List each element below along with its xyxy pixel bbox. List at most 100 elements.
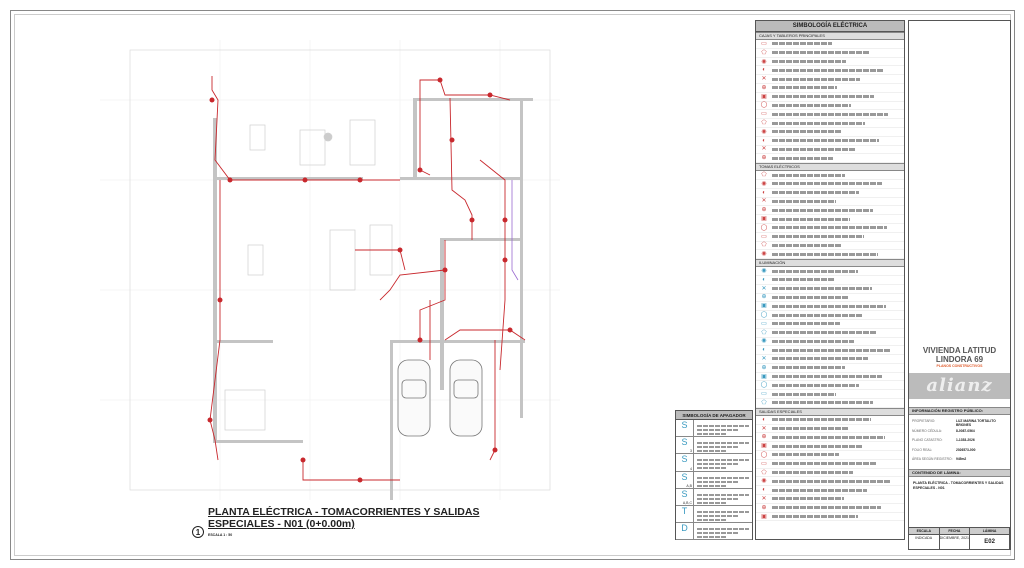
legend-description	[772, 112, 888, 116]
field-label: FOLIO REAL:	[912, 447, 933, 452]
switch-symbol: S	[681, 488, 688, 499]
legend-description	[772, 304, 886, 308]
switch-legend-title: SIMBOLOGÍA DE APAGADOR	[676, 411, 752, 420]
legend-row: ⊕	[756, 504, 904, 513]
legend-description	[772, 427, 848, 431]
legend-description	[772, 453, 839, 457]
legend-description	[772, 357, 868, 361]
legend-row: ⊕	[756, 433, 904, 443]
garage-cars	[397, 359, 483, 437]
legend-row: ⬠	[756, 49, 904, 58]
registry-field: FOLIO REAL:2026573-000	[912, 448, 1009, 452]
legend-symbol-icon: ✕	[761, 146, 767, 153]
sheet-content: PLANTA ELÉCTRICA - TOMACORRIENTES Y SALI…	[913, 481, 1004, 490]
legend-symbol-icon: ◉	[761, 58, 767, 65]
legend-row: ◉	[756, 128, 904, 137]
legend-symbol-icon: ◐	[762, 416, 766, 423]
legend-symbol-icon: ◉	[761, 251, 767, 258]
legend-row: ▣	[756, 93, 904, 102]
legend-symbol-icon: ◐	[762, 276, 766, 283]
switch-description	[694, 437, 752, 453]
legend-description	[772, 95, 874, 99]
legend-description	[772, 173, 845, 177]
legend-row: ✕	[756, 425, 904, 434]
legend-symbol-icon: ◯	[760, 224, 768, 231]
legend-row: ◐	[756, 346, 904, 356]
legend-description	[772, 156, 833, 160]
legend-row: ✕	[756, 198, 904, 207]
switch-description	[694, 454, 752, 470]
legend-row: ◯	[756, 451, 904, 460]
legend-symbol-icon: ✕	[761, 198, 767, 205]
legend-row: ▣	[756, 513, 904, 522]
legend-description	[772, 208, 873, 212]
project-name: VIVIENDA LATITUD LINDORA 69 PLANOS CONST…	[909, 346, 1010, 369]
sheet-number: E02	[970, 535, 1010, 550]
field-value: 8-0087-0564	[956, 428, 975, 433]
switch-symbol-icon: D	[676, 523, 694, 540]
project-name-line1: VIVIENDA LATITUD	[922, 346, 997, 355]
legend-row: ▭	[756, 233, 904, 242]
legend-row: ▣	[756, 442, 904, 452]
legend-description	[772, 392, 836, 396]
legend-symbol-icon: ◐	[762, 347, 766, 354]
switch-symbol: T	[681, 505, 688, 516]
legend-row: ▣	[756, 215, 904, 224]
legend-symbol-icon: ◯	[760, 451, 768, 458]
legend-row: ⊕	[756, 154, 904, 164]
legend-description	[772, 444, 862, 448]
legend-title: SIMBOLOGÍA ELÉCTRICA	[756, 21, 904, 32]
switch-symbol-subscript: A,B,C	[682, 500, 692, 505]
switch-symbol-subscript: 3	[690, 449, 692, 454]
title-block-footer: ESCALA FECHA LÁMINA INDICADA DICIEMBRE, …	[909, 527, 1010, 550]
legend-description	[772, 462, 876, 466]
legend-row: ◐	[756, 66, 904, 76]
switch-legend-row: S	[676, 420, 752, 438]
legend-row: ⬠	[756, 329, 904, 338]
switch-symbol-icon: S	[676, 420, 694, 437]
legend-symbol-icon: ◐	[762, 189, 766, 196]
legend-description	[772, 287, 872, 291]
legend-description	[772, 339, 854, 343]
legend-symbol-icon: ⬠	[761, 120, 767, 127]
legend-symbol-icon: ◉	[761, 180, 767, 187]
legend-symbol-icon: ▭	[761, 111, 767, 118]
legend-symbol-icon: ⬠	[761, 242, 767, 249]
legend-symbol-icon: ⊕	[761, 504, 767, 511]
legend-symbol-icon: ▣	[761, 303, 767, 310]
legend-row: ✕	[756, 355, 904, 364]
legend-row: ✕	[756, 75, 904, 84]
legend-description	[772, 42, 832, 46]
switch-legend-row: T	[676, 505, 752, 524]
switch-legend-row: D	[676, 523, 752, 541]
legend-symbol-icon: ⬠	[761, 329, 767, 336]
drawing-scale: ESCALA 1 : 50	[208, 533, 233, 537]
legend-symbol-icon: ✕	[761, 425, 767, 432]
legend-symbol-icon: ◉	[761, 128, 767, 135]
special-circuits	[511, 180, 519, 281]
legend-row: ◐	[756, 189, 904, 198]
legend-symbol-icon: ⬠	[761, 172, 767, 179]
legend-description	[772, 515, 858, 519]
legend-row: ⊕	[756, 84, 904, 93]
field-value: 1-1353-2026	[956, 438, 975, 442]
legend-row: ◉	[756, 250, 904, 260]
legend-description	[772, 199, 836, 203]
switch-symbol: S	[681, 471, 688, 482]
sheet-label: LÁMINA	[970, 528, 1010, 535]
legend-symbol-icon: ◉	[761, 478, 767, 485]
legend-symbol-icon: ⬠	[761, 399, 767, 406]
legend-symbol-icon: ▭	[761, 320, 767, 327]
switch-symbol: S	[681, 454, 688, 465]
legend-description	[772, 331, 877, 335]
legend-description	[772, 269, 858, 273]
legend-description	[772, 488, 867, 492]
legend-symbol-icon: ⊕	[761, 155, 767, 162]
legend-description	[772, 51, 869, 55]
registry-field: ÁREA SEGÚN REGISTRO:945m2	[912, 457, 1009, 461]
legend-description	[772, 506, 881, 510]
field-label: ÁREA SEGÚN REGISTRO:	[912, 457, 953, 461]
